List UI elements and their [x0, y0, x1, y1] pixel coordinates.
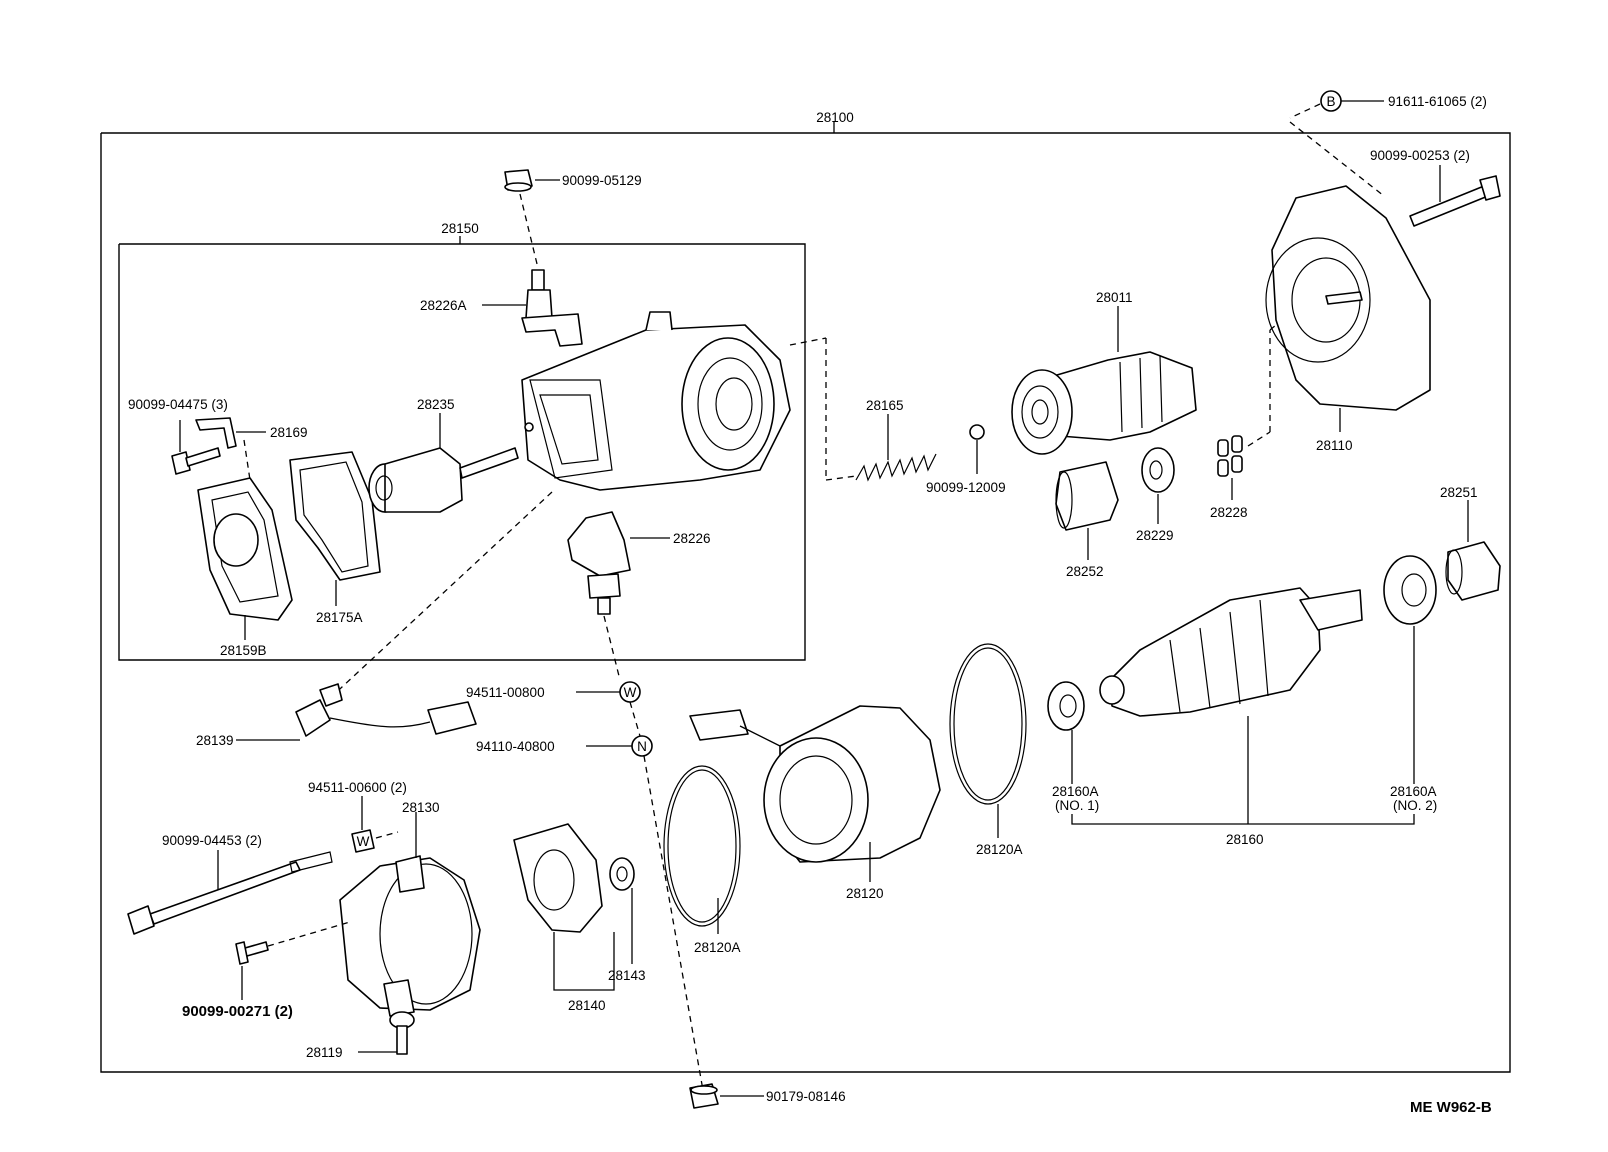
label-28226A: 28226A	[420, 298, 467, 313]
callout-W-mark: W	[624, 685, 637, 700]
bolt-90099-04475	[171, 420, 221, 475]
label-28169: 28169	[270, 425, 308, 440]
terminal-28226	[567, 511, 670, 681]
label-28143: 28143	[608, 968, 646, 983]
label-28160A-no2-sub: (NO. 2)	[1393, 798, 1437, 813]
callout-N-mark: N	[637, 739, 647, 754]
label-28159B: 28159B	[220, 643, 267, 658]
nut-90179-08146	[689, 1083, 764, 1109]
label-94511-00600: 94511-00600 (2)	[308, 780, 407, 795]
label-94511-00800: 94511-00800	[466, 685, 545, 700]
label-28175A: 28175A	[316, 610, 363, 625]
label-28229: 28229	[1136, 528, 1174, 543]
label-28160: 28160	[1226, 832, 1264, 847]
nut-90099-05129	[504, 169, 560, 269]
label-90099-00271: 90099-00271 (2)	[182, 1003, 293, 1020]
label-28011: 28011	[1096, 290, 1133, 305]
bolt-90099-04453	[127, 850, 333, 935]
label-28130: 28130	[402, 800, 440, 815]
solenoid-housing	[521, 311, 857, 491]
yoke-28120	[689, 705, 941, 882]
rollers-28228	[1217, 319, 1283, 500]
label-28252: 28252	[1066, 564, 1104, 579]
guide-28139	[327, 491, 553, 701]
callout-W2	[351, 796, 399, 853]
label-28100: 28100	[816, 110, 854, 125]
callout-N	[586, 701, 705, 1097]
bearing-28160A-no2	[1383, 555, 1437, 784]
label-28251: 28251	[1440, 485, 1478, 500]
callout-B-mark: B	[1326, 94, 1335, 109]
label-28165: 28165	[866, 398, 904, 413]
label-28120: 28120	[846, 886, 884, 901]
spring-28165	[855, 414, 937, 482]
solenoid-frame-28150	[118, 236, 806, 661]
label-28228: 28228	[1210, 505, 1248, 520]
bearing-28143	[609, 857, 635, 964]
label-28160A-no1: 28160A	[1052, 784, 1099, 799]
screw-90099-00271	[235, 921, 351, 1000]
label-28160A-no1-sub: (NO. 1)	[1055, 798, 1099, 813]
gasket-28175A	[289, 451, 381, 606]
gear-28251	[1445, 500, 1501, 601]
plunger-28235	[368, 413, 519, 513]
oring-28120A-right	[949, 643, 1027, 838]
callout-W	[576, 681, 641, 703]
oring-28120A-left	[663, 765, 741, 934]
label-90099-04453: 90099-04453 (2)	[162, 833, 262, 848]
label-28235: 28235	[417, 397, 455, 412]
diagram-code: ME W962-B	[1410, 1099, 1492, 1116]
bracket-28160	[1071, 814, 1415, 825]
label-90099-12009: 90099-12009	[926, 480, 1006, 495]
screw-28119	[358, 1011, 415, 1055]
lead-28139	[236, 683, 477, 741]
label-28140: 28140	[568, 998, 606, 1013]
housing-28110	[1265, 121, 1431, 432]
label-28160A-no2: 28160A	[1390, 784, 1437, 799]
label-90099-00253: 90099-00253 (2)	[1370, 148, 1470, 163]
label-28119: 28119	[306, 1045, 343, 1060]
clip-28169	[195, 417, 266, 481]
assembly-frame-28100	[100, 122, 1511, 1073]
gear-28252	[1055, 461, 1119, 560]
label-90179-08146: 90179-08146	[766, 1089, 846, 1104]
label-28110: 28110	[1316, 438, 1353, 453]
cover-28159B	[197, 477, 293, 640]
brush-holder-28140	[513, 823, 615, 991]
end-frame-28130	[339, 812, 481, 1017]
callout-B	[1289, 90, 1384, 119]
label-28120A-left: 28120A	[694, 940, 741, 955]
bearing-28160A-no1	[1047, 681, 1085, 784]
clutch-28011	[1011, 306, 1197, 455]
bolt-90099-00253	[1409, 165, 1501, 227]
label-90099-04475: 90099-04475 (3)	[128, 397, 228, 412]
label-28226: 28226	[673, 531, 711, 546]
label-28150: 28150	[441, 221, 479, 236]
armature-28160	[1099, 587, 1363, 824]
ball-90099-12009	[969, 424, 985, 474]
retainer-28229	[1141, 447, 1175, 524]
terminal-28226A	[482, 269, 583, 347]
label-94110-40800: 94110-40800	[476, 739, 555, 754]
label-28139: 28139	[196, 733, 234, 748]
label-28120A-right: 28120A	[976, 842, 1023, 857]
callout-W2-mark: W	[357, 834, 370, 849]
label-90099-05129: 90099-05129	[562, 173, 642, 188]
label-91611-61065: 91611-61065 (2)	[1388, 94, 1487, 109]
